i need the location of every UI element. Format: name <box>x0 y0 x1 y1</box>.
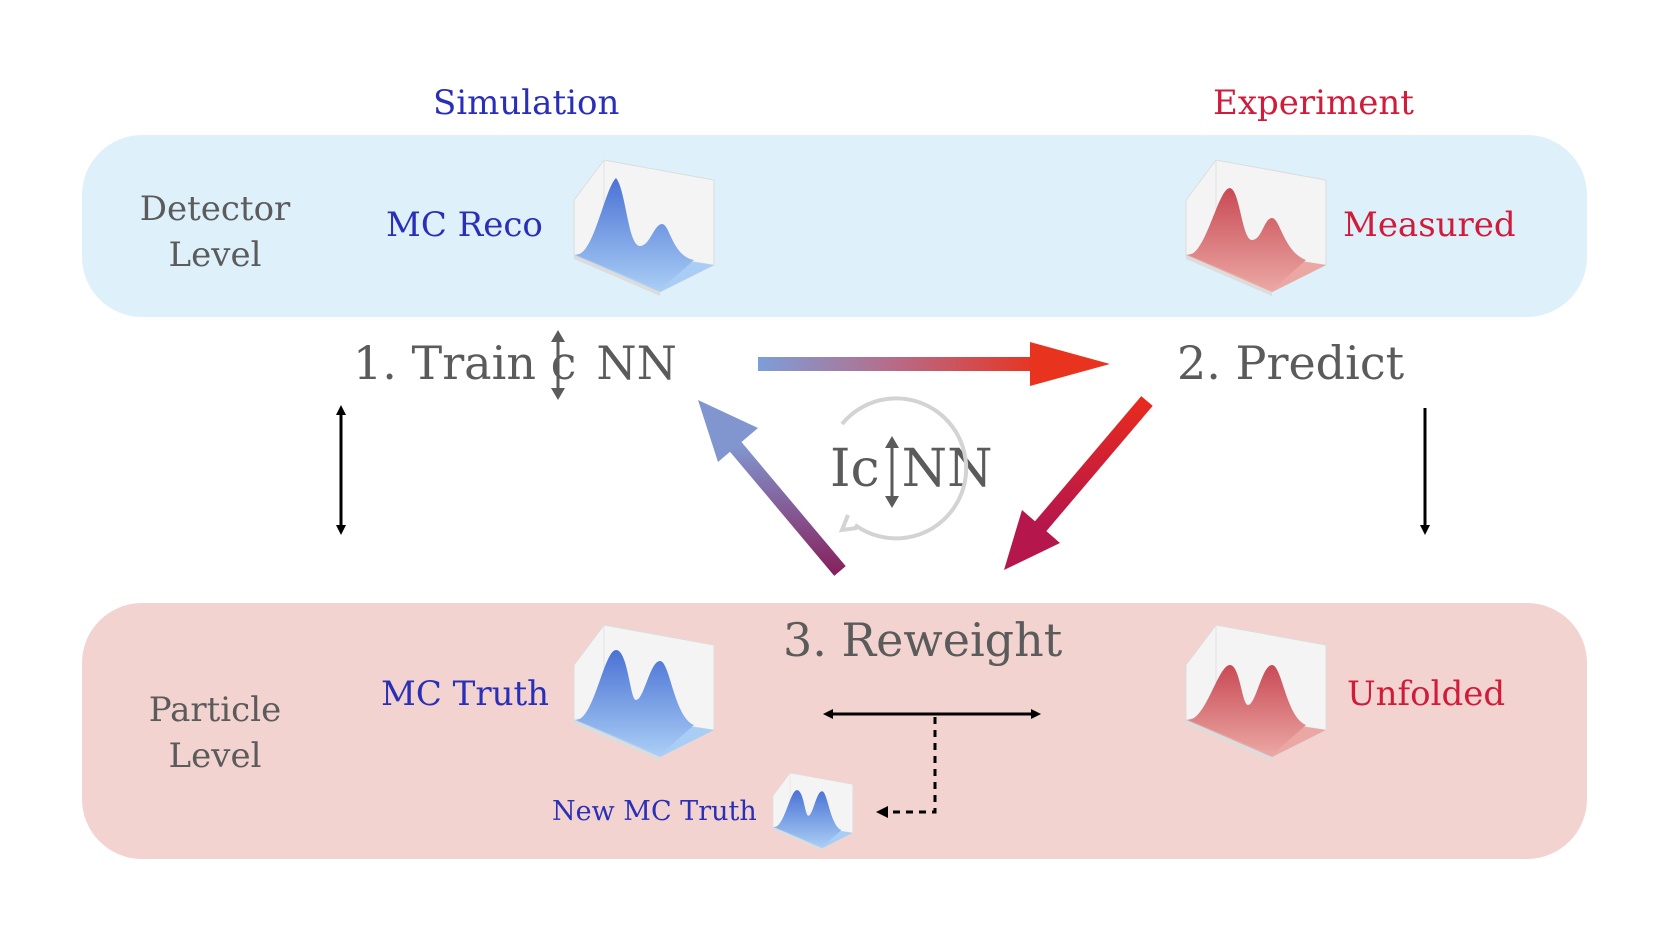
detector-level-label: Detector Level <box>139 189 291 275</box>
iteration-cycle-icon <box>838 396 969 541</box>
predict-step-label: 2. Predict <box>1177 336 1405 390</box>
mc-reco-plot-icon <box>573 159 715 296</box>
train-cinn-double-arrow-icon <box>551 330 565 400</box>
mc-truth-label: MC Truth <box>381 674 550 714</box>
new-mc-truth-label: New MC Truth <box>552 796 757 827</box>
measured-plot-icon <box>1185 159 1327 296</box>
experiment-header: Experiment <box>1213 83 1414 123</box>
forward-to-unfolded-arrow <box>1004 396 1153 570</box>
particle-level-label: Particle Level <box>148 690 282 776</box>
predict-arrow <box>758 342 1110 386</box>
simulation-header: Simulation <box>433 83 620 123</box>
iterative-cinn-double-arrow-icon <box>885 436 899 508</box>
mc-reco-label: MC Reco <box>386 205 543 245</box>
reweight-step-label: 3. Reweight <box>783 613 1063 667</box>
mc-truth-plot-icon <box>573 624 715 761</box>
unfolded-plot-icon <box>1185 624 1327 761</box>
unfolded-label: Unfolded <box>1347 674 1506 714</box>
measured-label: Measured <box>1343 205 1516 245</box>
reweight-feedback-arrow <box>698 400 846 576</box>
new-mc-truth-plot-icon <box>772 772 854 851</box>
new-truth-dashed-connector <box>876 717 937 818</box>
detector-level-band <box>82 135 1587 317</box>
